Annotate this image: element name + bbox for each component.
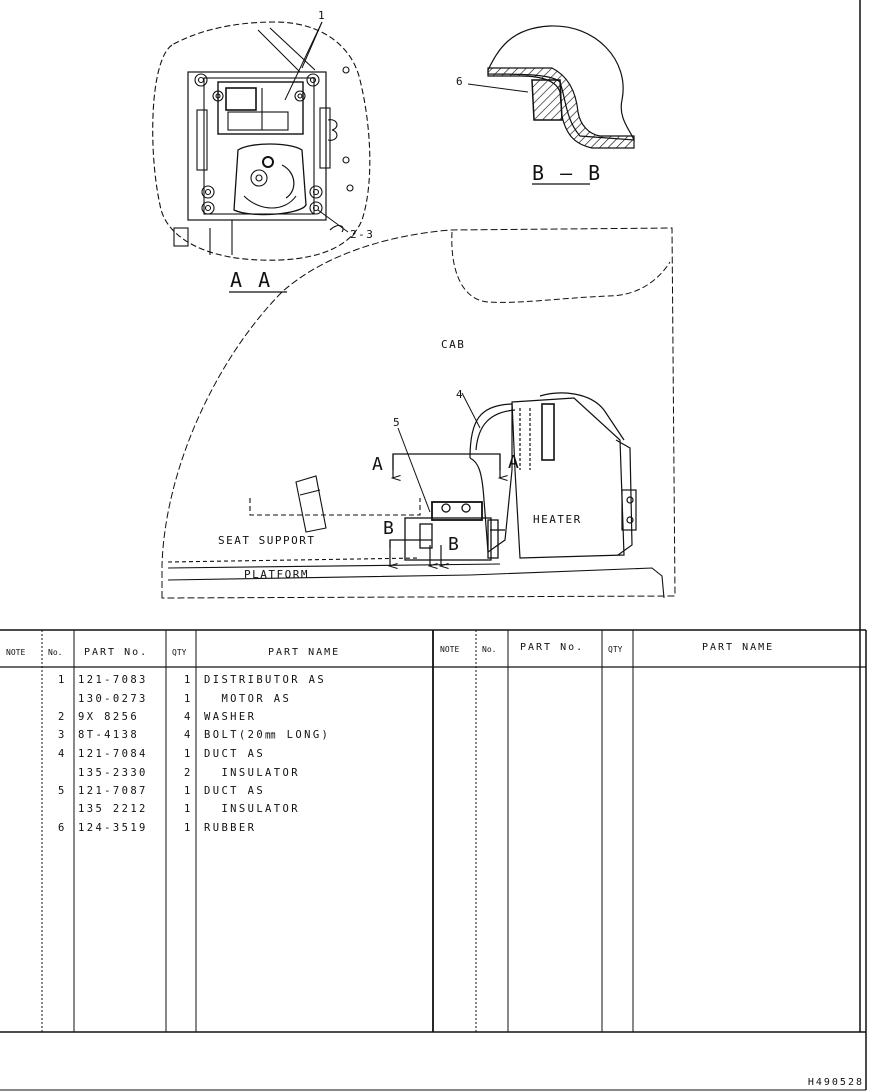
table-row: 135-2330 2 INSULATOR [78, 767, 300, 779]
header-qty: QTY [172, 648, 187, 657]
row-part-no: 121-7083 [78, 674, 148, 686]
row-qty: 4 [184, 711, 193, 723]
cut-arrow-a-left: A [372, 454, 385, 475]
header-note: NOTE [6, 648, 25, 657]
header-note-right: NOTE [440, 645, 459, 654]
row-part-no: 9X 8256 [78, 711, 139, 723]
table-row: 135 2212 1 INSULATOR [78, 803, 300, 815]
row-part-name: DUCT AS [204, 785, 265, 797]
row-part-no: 135-2330 [78, 767, 148, 779]
parts-table-grid [0, 630, 866, 1032]
row-part-name: RUBBER [204, 822, 256, 834]
row-qty: 1 [184, 674, 193, 686]
leader-4 [461, 392, 481, 429]
header-part-no-right: PART No. [520, 642, 584, 653]
header-part-name: PART NAME [268, 647, 340, 658]
header-qty-right: QTY [608, 645, 623, 654]
platform-outline [167, 475, 665, 599]
parts-table-rows: 1 121-7083 1 DISTRIBUTOR AS 130-0273 1 M… [58, 674, 330, 834]
row-qty: 2 [184, 767, 193, 779]
header-no-right: No. [482, 645, 496, 654]
row-no: 3 [58, 729, 67, 741]
row-part-name: INSULATOR [204, 767, 300, 779]
row-qty: 1 [184, 822, 193, 834]
duct-5 [404, 501, 505, 561]
row-part-no: 135 2212 [78, 803, 148, 815]
section-bb-label: B – B [532, 161, 602, 185]
header-part-name-right: PART NAME [702, 642, 774, 653]
leader-6 [467, 83, 529, 93]
leader-1 [284, 21, 323, 101]
row-qty: 1 [184, 693, 193, 705]
cab-outline [161, 227, 676, 599]
row-no: 6 [58, 822, 67, 834]
row-part-no: 121-7087 [78, 785, 148, 797]
callout-4: 4 [456, 388, 464, 401]
row-part-name: DUCT AS [204, 748, 265, 760]
cut-arrow-a-right: A [508, 452, 521, 473]
row-part-name: INSULATOR [204, 803, 300, 815]
row-part-name: WASHER [204, 711, 256, 723]
table-row: 3 8T-4138 4 BOLT(20㎜ LONG) [58, 729, 330, 741]
section-cut-b [390, 539, 441, 566]
header-part-no: PART No. [84, 647, 148, 658]
leader-2-3 [317, 209, 349, 233]
platform-label: PLATFORM [244, 568, 309, 581]
callout-1: 1 [318, 9, 326, 22]
row-part-no: 8T-4138 [78, 729, 139, 741]
drawing-number: H490528 [807, 1077, 864, 1088]
row-qty: 1 [184, 785, 193, 797]
callout-2-3: 2-3 [350, 228, 374, 241]
callout-5: 5 [393, 416, 401, 429]
section-cut-a [393, 453, 500, 478]
leader-5 [397, 427, 431, 513]
section-bb-view [487, 25, 635, 149]
table-row: 130-0273 1 MOTOR AS [78, 693, 291, 705]
cab-label: CAB [441, 338, 465, 351]
row-qty: 4 [184, 729, 193, 741]
row-no: 5 [58, 785, 67, 797]
heater-unit [511, 392, 637, 559]
table-row: 5 121-7087 1 DUCT AS [58, 785, 265, 797]
section-aa-label: A A [230, 268, 272, 292]
row-qty: 1 [184, 748, 193, 760]
row-no: 4 [58, 748, 67, 760]
row-part-name: BOLT(20㎜ LONG) [204, 729, 330, 741]
cut-arrow-b-left: B [383, 518, 396, 539]
row-part-no: 124-3519 [78, 822, 148, 834]
cut-arrow-b-right: B [448, 534, 461, 555]
row-part-no: 121-7084 [78, 748, 148, 760]
row-part-name: DISTRIBUTOR AS [204, 674, 326, 686]
callout-6: 6 [456, 75, 464, 88]
seat-support-label: SEAT SUPPORT [218, 534, 315, 547]
row-part-name: MOTOR AS [204, 693, 291, 705]
row-qty: 1 [184, 803, 193, 815]
table-row: 2 9X 8256 4 WASHER [58, 711, 256, 723]
header-no: No. [48, 648, 62, 657]
table-row: 4 121-7084 1 DUCT AS [58, 748, 265, 760]
section-aa-view [152, 21, 371, 261]
duct-4 [469, 403, 516, 554]
table-row: 1 121-7083 1 DISTRIBUTOR AS [58, 674, 326, 686]
row-no: 2 [58, 711, 67, 723]
row-no: 1 [58, 674, 67, 686]
heater-label: HEATER [533, 513, 582, 526]
row-part-no: 130-0273 [78, 693, 148, 705]
table-row: 6 124-3519 1 RUBBER [58, 822, 256, 834]
